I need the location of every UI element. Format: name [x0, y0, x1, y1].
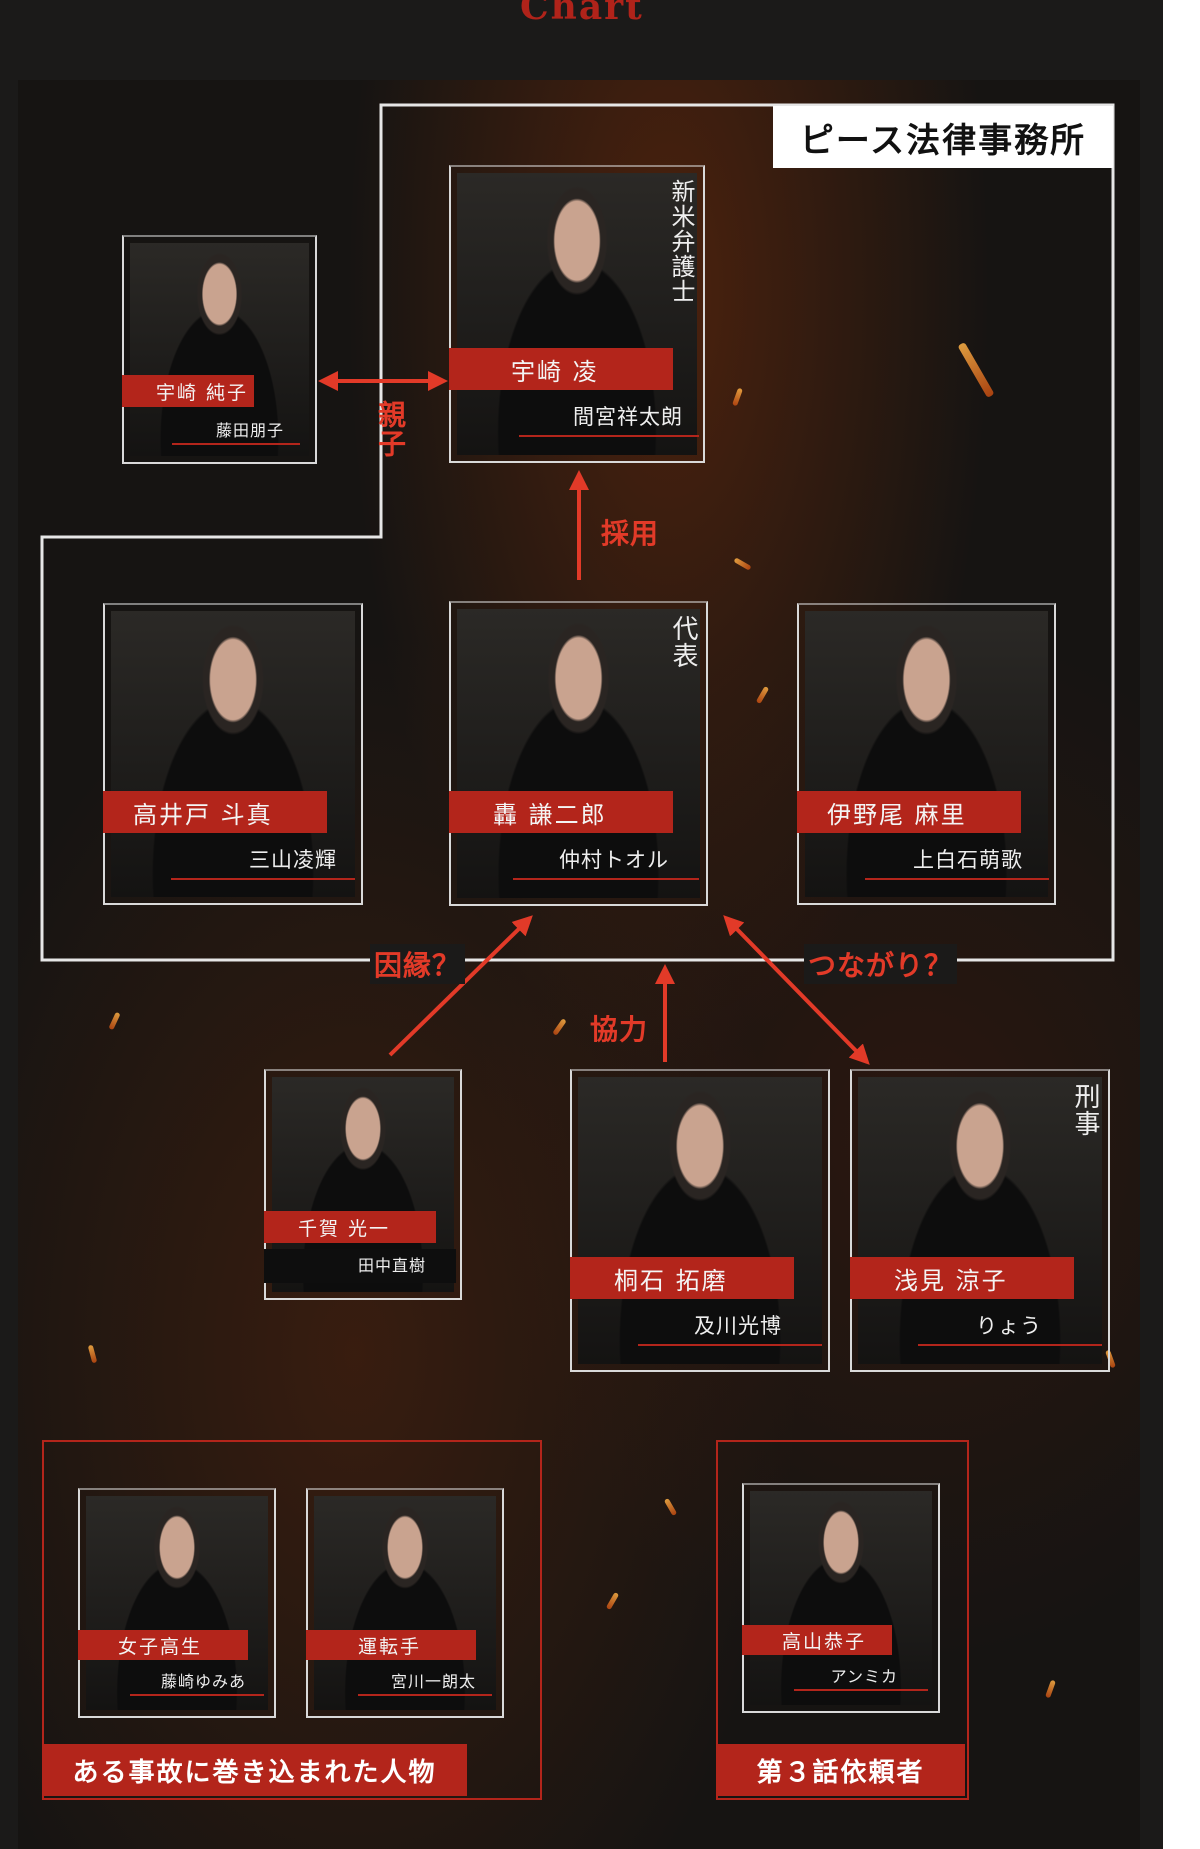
role-label: 刑事 [1070, 1083, 1100, 1137]
portrait [578, 1077, 822, 1364]
card-frame [850, 1069, 1110, 1372]
card-frame [264, 1069, 462, 1300]
actor-name: 及川光博 [638, 1310, 822, 1346]
character-name: 女子高生 [78, 1630, 248, 1660]
character-card-uzaki-ryo[interactable]: 新米弁護士 宇崎 凌 間宮祥太朗 [449, 165, 705, 463]
character-name: 桐石 拓磨 [570, 1257, 794, 1299]
page-title: Chart [520, 0, 644, 28]
portrait [858, 1077, 1102, 1364]
character-card-takayama[interactable]: 高山恭子 アンミカ [742, 1483, 940, 1713]
character-card-takaido[interactable]: 高井戸 斗真 三山凌輝 [103, 603, 363, 905]
connection-arrow [723, 915, 870, 1065]
portrait [130, 243, 309, 456]
card-frame [742, 1483, 940, 1713]
portrait [111, 611, 355, 897]
character-name: 高山恭子 [742, 1625, 892, 1655]
role-label: 代表 [668, 615, 698, 669]
firm-boundary [40, 103, 1115, 962]
actor-name: アンミカ [794, 1663, 928, 1691]
card-frame [306, 1488, 504, 1718]
group-accident [42, 1440, 542, 1800]
portrait [86, 1496, 268, 1710]
relation-cooperation: 協力 [590, 1013, 649, 1046]
actor-name: 仲村トオル [513, 844, 699, 880]
actor-name: 三山凌輝 [171, 844, 355, 880]
character-card-inoo[interactable]: 伊野尾 麻里 上白石萌歌 [797, 603, 1056, 905]
card-frame [570, 1069, 830, 1372]
portrait [750, 1491, 932, 1705]
actor-name: 宮川一朗太 [358, 1668, 492, 1696]
portrait [457, 609, 700, 898]
role-label: 新米弁護士 [667, 179, 695, 304]
page-edge [1163, 0, 1200, 1849]
actor-name: りょう [918, 1310, 1102, 1346]
relation-parent-child: 親子 [374, 400, 407, 458]
character-name: 宇崎 純子 [122, 375, 254, 407]
card-frame [122, 235, 317, 464]
character-name: 千賀 光一 [264, 1211, 436, 1243]
portrait [457, 173, 697, 455]
portrait [314, 1496, 496, 1710]
actor-name: 藤崎ゆみあ [130, 1668, 264, 1696]
actor-name: 間宮祥太朗 [519, 401, 699, 437]
group-client [716, 1440, 969, 1800]
card-frame [797, 603, 1056, 905]
character-card-joshi[interactable]: 女子高生 藤崎ゆみあ [78, 1488, 276, 1718]
card-frame [449, 165, 705, 463]
actor-name: 藤田朋子 [172, 417, 300, 445]
character-name: 浅見 涼子 [850, 1257, 1074, 1299]
relation-connection: つながり？ [804, 944, 958, 984]
character-name: 轟 謙二郎 [449, 791, 673, 833]
character-card-chiga[interactable]: 千賀 光一 田中直樹 [264, 1069, 462, 1300]
character-name: 宇崎 凌 [449, 348, 673, 390]
card-frame [449, 601, 708, 906]
relation-karma: 因縁？ [370, 944, 466, 984]
character-card-asami[interactable]: 刑事 浅見 涼子 りょう [850, 1069, 1110, 1372]
character-name: 高井戸 斗真 [103, 791, 327, 833]
actor-name: 上白石萌歌 [865, 844, 1049, 880]
karma-arrow [388, 915, 533, 1057]
portrait [805, 611, 1048, 897]
character-card-untenshu[interactable]: 運転手 宮川一朗太 [306, 1488, 504, 1718]
firm-label: ピース法律事務所 [773, 106, 1113, 168]
character-card-todoroki[interactable]: 代表 轟 謙二郎 仲村トオル [449, 601, 708, 906]
character-name: 運転手 [306, 1630, 476, 1660]
character-name: 伊野尾 麻里 [797, 791, 1021, 833]
group-client-label: 第３話依頼者 [716, 1744, 965, 1796]
card-frame [103, 603, 363, 905]
character-card-uzaki-junko[interactable]: 宇崎 純子 藤田朋子 [122, 235, 317, 464]
card-frame [78, 1488, 276, 1718]
character-card-kiriishi[interactable]: 桐石 拓磨 及川光博 [570, 1069, 830, 1372]
group-accident-label: ある事故に巻き込まれた人物 [42, 1744, 467, 1796]
relation-hired: 採用 [601, 517, 660, 550]
actor-name: 田中直樹 [264, 1249, 456, 1283]
